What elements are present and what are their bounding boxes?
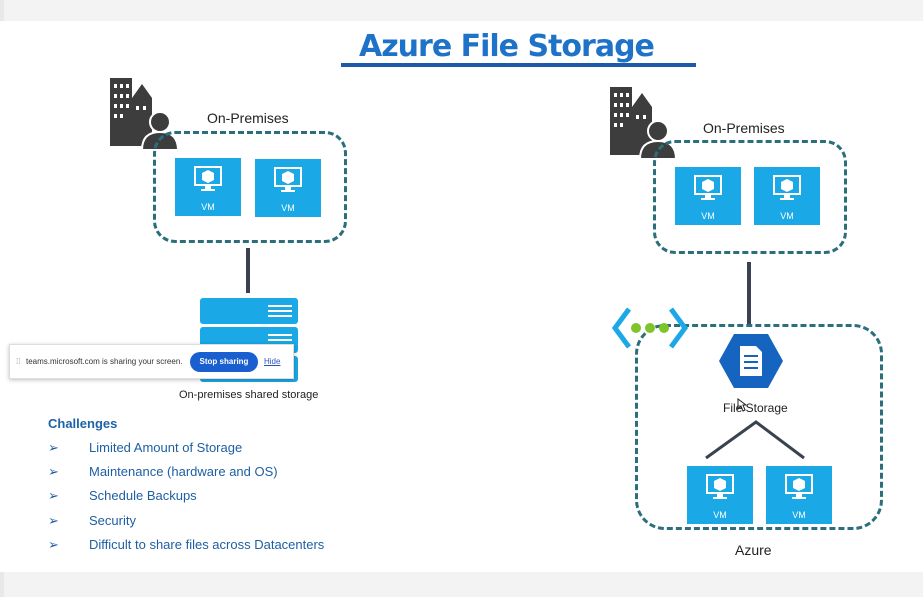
challenge-item: ➢Difficult to share files across Datacen… (48, 537, 325, 552)
screen-share-bar: ⁞⁞ teams.microsoft.com is sharing your s… (9, 344, 294, 379)
challenge-item: ➢Limited Amount of Storage (48, 440, 243, 455)
storage-label: On-premises shared storage (179, 389, 319, 401)
cursor-icon (737, 398, 747, 412)
azure-label: Azure (735, 542, 772, 558)
monitor-cube-icon (694, 175, 722, 200)
bullet-arrow-icon: ➢ (48, 440, 59, 455)
file-storage-icon (719, 334, 783, 388)
left-onprem-box (153, 131, 347, 243)
right-onprem-box (653, 140, 847, 254)
monitor-cube-icon (194, 166, 222, 191)
right-connector-line (747, 262, 751, 324)
hide-link[interactable]: Hide (264, 357, 281, 366)
file-storage-label: File Storage (723, 401, 788, 415)
tree-connector (705, 420, 805, 460)
challenge-item: ➢Security (48, 513, 136, 528)
vm-label: VM (780, 211, 794, 221)
slide-title: Azure File Storage (359, 29, 655, 64)
vm-label: VM (701, 211, 715, 221)
left-vm-2: VM (255, 159, 321, 217)
left-connector-line (246, 248, 250, 293)
stop-sharing-button[interactable]: Stop sharing (190, 352, 258, 372)
bullet-arrow-icon: ➢ (48, 464, 59, 479)
vm-label: VM (792, 510, 806, 520)
monitor-cube-icon (706, 474, 734, 499)
title-underline (341, 63, 696, 67)
bullet-arrow-icon: ➢ (48, 488, 59, 503)
right-onprem-label: On-Premises (703, 120, 785, 136)
right-vm-1: VM (675, 167, 741, 225)
cloud-network-icon (611, 307, 689, 349)
challenges-title: Challenges (48, 416, 118, 431)
drag-handle-icon[interactable]: ⁞⁞ (16, 357, 21, 366)
monitor-cube-icon (773, 175, 801, 200)
azure-vm-2: VM (766, 466, 832, 524)
monitor-cube-icon (274, 167, 302, 192)
share-message: teams.microsoft.com is sharing your scre… (26, 357, 183, 366)
right-vm-2: VM (754, 167, 820, 225)
challenge-item: ➢Schedule Backups (48, 488, 197, 503)
challenge-item: ➢Maintenance (hardware and OS) (48, 464, 278, 479)
left-vm-1: VM (175, 158, 241, 216)
vm-label: VM (713, 510, 727, 520)
azure-box (635, 324, 883, 530)
azure-vm-1: VM (687, 466, 753, 524)
monitor-cube-icon (785, 474, 813, 499)
bullet-arrow-icon: ➢ (48, 513, 59, 528)
vm-label: VM (281, 203, 295, 213)
vm-label: VM (201, 202, 215, 212)
office-building-icon (110, 78, 152, 146)
left-onprem-label: On-Premises (207, 110, 289, 126)
bullet-arrow-icon: ➢ (48, 537, 59, 552)
